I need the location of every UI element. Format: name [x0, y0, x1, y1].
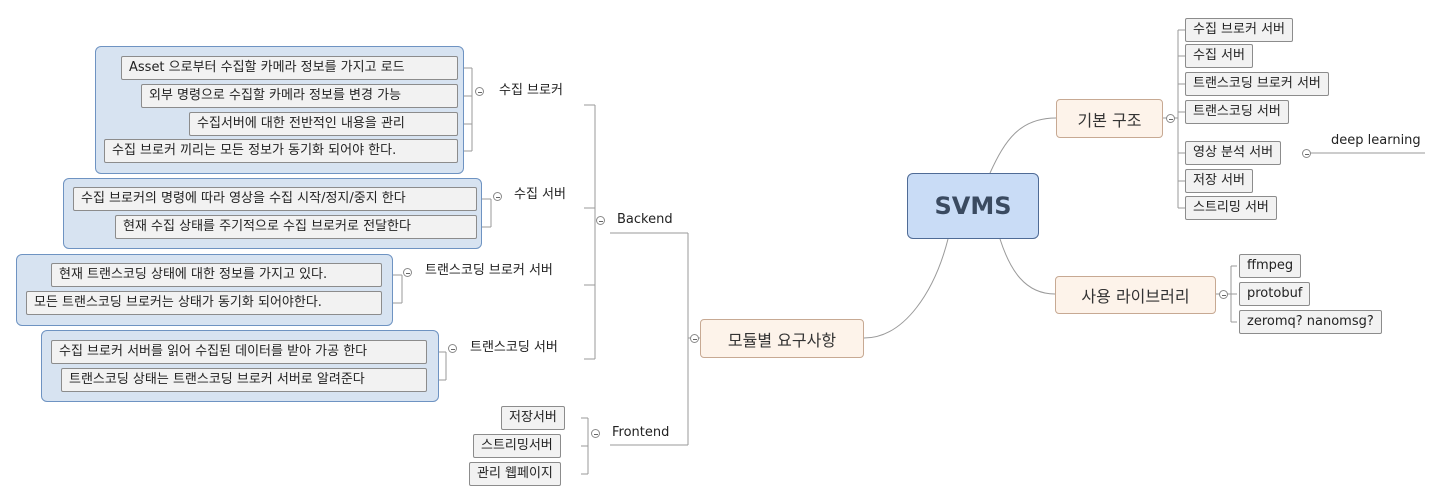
cb-item-change-camera[interactable]: 외부 명령으로 수집할 카메라 정보를 변경 가능	[141, 84, 458, 108]
cb-item-manage-server[interactable]: 수집서버에 대한 전반적인 내용을 관리	[189, 112, 458, 136]
topic-libraries[interactable]: 사용 라이브러리	[1055, 276, 1216, 314]
collapse-toggle-collect-broker[interactable]	[475, 87, 484, 96]
sub-label-deep-learning[interactable]: deep learning	[1331, 133, 1421, 148]
lib-item-ffmpeg[interactable]: ffmpeg	[1239, 254, 1302, 278]
fe-item-storage-server[interactable]: 저장서버	[501, 406, 565, 430]
basic-item-collect-server[interactable]: 수집 서버	[1185, 44, 1253, 68]
fe-item-streaming-server[interactable]: 스트리밍서버	[473, 434, 561, 458]
branch-backend[interactable]: Backend	[617, 212, 673, 227]
ts-item-process-data[interactable]: 수집 브로커 서버를 읽어 수집된 데이터를 받아 가공 한다	[51, 340, 427, 364]
basic-item-video-analysis[interactable]: 영상 분석 서버	[1185, 141, 1282, 165]
basic-item-transcode-server[interactable]: 트랜스코딩 서버	[1185, 100, 1289, 124]
branch-transcode-broker[interactable]: 트랜스코딩 브로커 서버	[425, 263, 553, 278]
cb-item-load-camera[interactable]: Asset 으로부터 수집할 카메라 정보를 가지고 로드	[121, 56, 458, 80]
edge-req-trunk	[610, 232, 700, 446]
branch-collect-broker[interactable]: 수집 브로커	[499, 83, 563, 98]
branch-transcode-server[interactable]: 트랜스코딩 서버	[470, 340, 558, 355]
topic-basic-structure[interactable]: 기본 구조	[1056, 99, 1163, 138]
collapse-toggle-requirements[interactable]	[690, 334, 699, 343]
edge-cb-items	[458, 67, 473, 152]
collapse-toggle-transcode-server[interactable]	[448, 344, 457, 353]
cs-item-report-status[interactable]: 현재 수집 상태를 주기적으로 수집 브로커로 전달한다	[115, 215, 477, 239]
collapse-toggle-frontend[interactable]	[591, 429, 600, 438]
cb-item-sync[interactable]: 수집 브로커 끼리는 모든 정보가 동기화 되어야 한다.	[104, 139, 458, 163]
tb-item-state-info[interactable]: 현재 트랜스코딩 상태에 대한 정보를 가지고 있다.	[51, 263, 382, 287]
ts-item-report-status[interactable]: 트랜스코딩 상태는 트랜스코딩 브로커 서버로 알려준다	[61, 368, 427, 392]
edge-center-libs	[999, 238, 1056, 295]
basic-item-collect-broker[interactable]: 수집 브로커 서버	[1185, 18, 1293, 42]
central-topic[interactable]: SVMS	[907, 173, 1039, 239]
edge-backend-trunk	[584, 104, 596, 360]
branch-frontend[interactable]: Frontend	[612, 425, 670, 440]
lib-item-zeromq[interactable]: zeromq? nanomsg?	[1239, 310, 1382, 334]
collapse-toggle-collect-server[interactable]	[493, 192, 502, 201]
edge-center-requirements	[863, 238, 949, 339]
basic-item-storage-server[interactable]: 저장 서버	[1185, 169, 1253, 193]
branch-collect-server[interactable]: 수집 서버	[514, 187, 566, 202]
edge-fe-items	[581, 417, 589, 475]
fe-item-admin-webpage[interactable]: 관리 웹페이지	[469, 462, 561, 486]
collapse-toggle-analysis[interactable]	[1302, 149, 1311, 158]
edge-center-basic	[989, 117, 1057, 174]
basic-item-transcode-broker[interactable]: 트랜스코딩 브로커 서버	[1185, 72, 1329, 96]
tb-item-sync[interactable]: 모든 트랜스코딩 브로커는 상태가 동기화 되어야한다.	[26, 291, 382, 315]
basic-item-streaming-server[interactable]: 스트리밍 서버	[1185, 196, 1277, 220]
collapse-toggle-libs[interactable]	[1219, 290, 1228, 299]
collapse-toggle-basic[interactable]	[1166, 114, 1175, 123]
collapse-toggle-transcode-broker[interactable]	[403, 268, 412, 277]
collapse-toggle-backend[interactable]	[596, 216, 605, 225]
cs-item-start-stop[interactable]: 수집 브로커의 명령에 따라 영상을 수집 시작/정지/중지 한다	[73, 187, 477, 211]
lib-item-protobuf[interactable]: protobuf	[1239, 282, 1311, 306]
topic-requirements[interactable]: 모듈별 요구사항	[700, 319, 864, 358]
